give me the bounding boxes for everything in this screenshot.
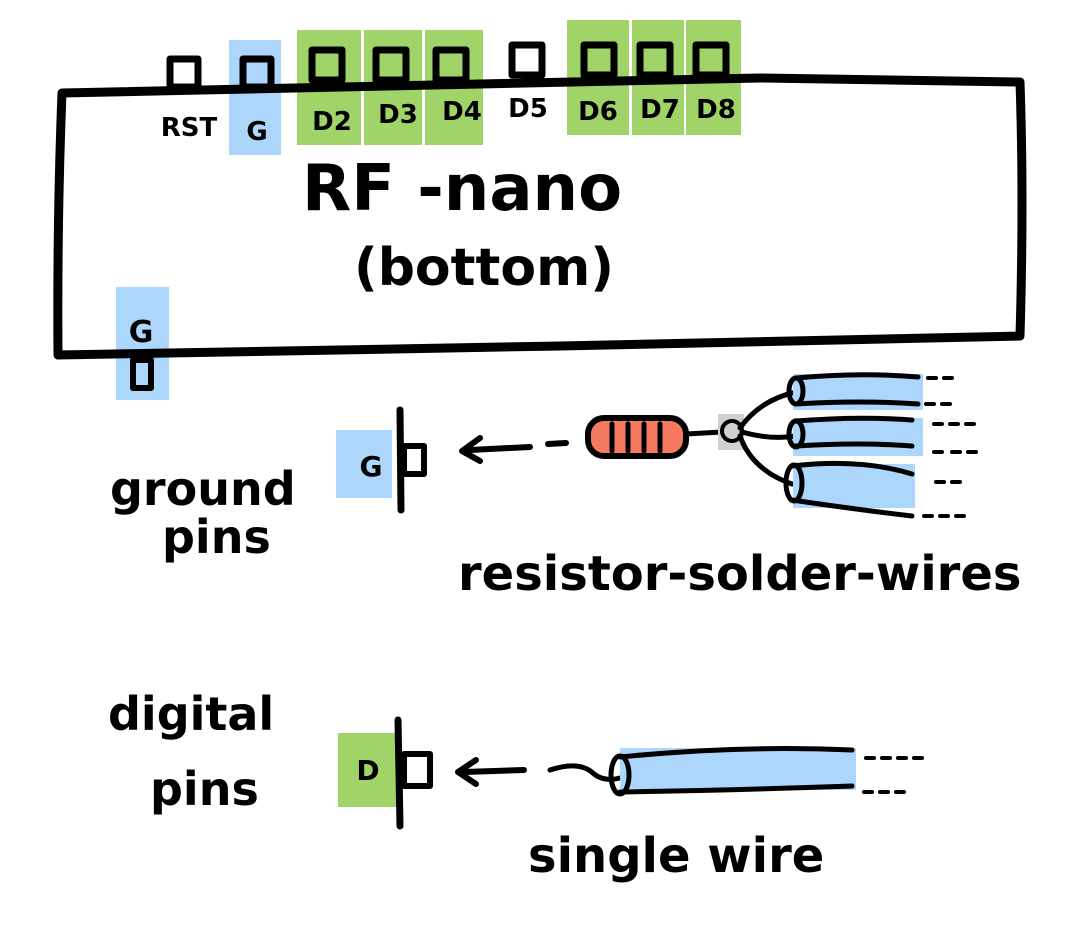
digital-label-line2: pins [150, 762, 259, 816]
side-ground-highlight [116, 287, 169, 400]
pin-label-d3: D3 [378, 100, 418, 130]
pin-d2 [308, 46, 346, 84]
resistor [585, 415, 689, 459]
resistor-bands [609, 421, 663, 454]
single-wire-dashes [862, 756, 924, 794]
single-wire-outline [617, 746, 855, 795]
digital-arrow [455, 757, 527, 787]
pin-d4 [432, 46, 470, 84]
digital-section: digital pins D single wire [108, 687, 924, 884]
wire-3-end [783, 462, 805, 504]
pin-d3 [372, 46, 410, 84]
pin-label-rst: RST [161, 113, 218, 143]
wire-2-end [786, 418, 806, 450]
pin-labels: RST G D2 D3 D4 D5 D6 D7 D8 [161, 94, 736, 147]
ground-section: ground pins G resistor-solder-wires [110, 372, 1021, 602]
wire-continuation-dashes [922, 376, 978, 518]
digital-pin [401, 751, 433, 789]
board-subtitle: (bottom) [354, 238, 614, 298]
wire-2 [793, 418, 923, 456]
side-ground-label: G [129, 315, 154, 350]
ground-label-line2: pins [162, 510, 271, 564]
resistor-lead [683, 429, 725, 437]
ground-board-edge [396, 406, 405, 514]
pin-d6 [580, 41, 618, 79]
pin-label-d4: D4 [442, 97, 482, 127]
digital-caption: single wire [528, 828, 824, 884]
board-title: RF -nano [302, 152, 622, 226]
pin-label-d5: D5 [508, 94, 548, 124]
pin-label-d2: D2 [312, 107, 352, 137]
pin-d7 [636, 41, 674, 79]
pin-g [239, 55, 275, 91]
pin-label-d7: D7 [640, 95, 680, 125]
pin-label-g: G [246, 117, 267, 147]
top-pin-headers [166, 41, 730, 91]
pin-rst [166, 55, 202, 91]
ground-label-line1: ground [110, 462, 296, 516]
ground-pin [401, 443, 427, 477]
digital-pin-label: D [356, 754, 379, 787]
ground-arrow-dash [545, 440, 569, 447]
wire-1-end [786, 375, 806, 407]
ground-pin-highlight [336, 430, 392, 498]
board-outline [53, 73, 1027, 360]
pin-label-d8: D8 [696, 95, 736, 125]
digital-label-line1: digital [108, 687, 274, 741]
wire-outlines [789, 372, 921, 519]
pin-label-d6: D6 [578, 97, 618, 127]
side-ground-pin [130, 357, 154, 391]
pin-d8 [692, 41, 730, 79]
ground-arrow [459, 435, 533, 464]
pin-d5 [508, 41, 546, 79]
ground-caption: resistor-solder-wires [458, 546, 1021, 602]
single-wire-end [608, 753, 632, 797]
digital-board-edge [394, 716, 404, 830]
ground-pin-label: G [360, 450, 383, 483]
digital-pin-highlight [338, 733, 396, 807]
